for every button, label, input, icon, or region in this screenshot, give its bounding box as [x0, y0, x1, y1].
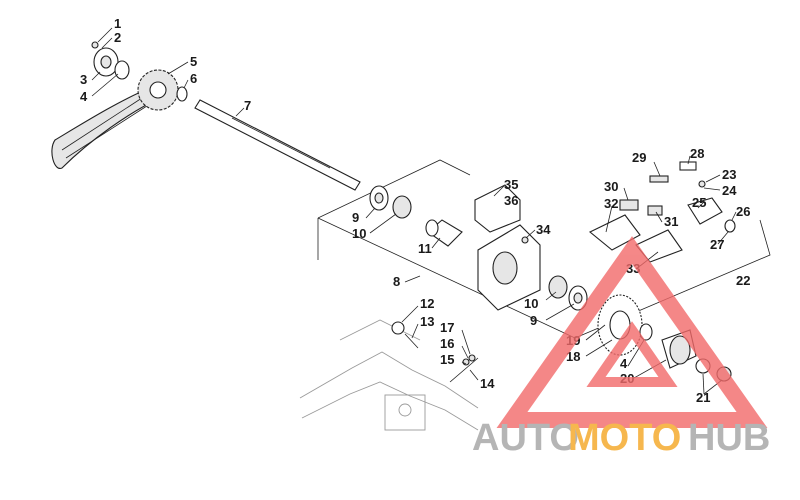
warning-triangle-icon [496, 236, 768, 428]
drive-chain [51, 87, 161, 169]
callout-34: 34 [536, 222, 551, 237]
callout-32: 32 [604, 196, 618, 211]
callout-26: 26 [736, 204, 750, 219]
callout-18: 18 [566, 349, 580, 364]
callout-13: 13 [420, 314, 434, 329]
callout-24: 24 [722, 183, 737, 198]
assembly-outline [317, 159, 771, 339]
callout-12: 12 [420, 296, 434, 311]
callout-27: 27 [710, 237, 724, 252]
callout-23: 23 [722, 167, 736, 182]
watermark-auto: AUTO [472, 417, 579, 459]
callout-28: 28 [690, 146, 704, 161]
watermark: AUTO MOTO HUB [472, 236, 770, 459]
callout-1: 1 [114, 16, 121, 31]
callout-3: 3 [80, 72, 87, 87]
callout-10-lower: 10 [524, 296, 538, 311]
callout-25: 25 [692, 195, 706, 210]
callout-6: 6 [190, 71, 197, 86]
bearing-upper [369, 185, 412, 219]
callout-29: 29 [632, 150, 646, 165]
leader-lines [91, 27, 737, 395]
callout-2: 2 [114, 30, 121, 45]
callout-5: 5 [190, 54, 197, 69]
bearing-housing [474, 184, 541, 311]
callout-22: 22 [736, 273, 750, 288]
callout-7: 7 [244, 98, 251, 113]
sprocket [137, 69, 179, 111]
caliper [649, 161, 736, 233]
callout-31: 31 [664, 214, 678, 229]
caliper-bracket [588, 199, 683, 263]
callout-10: 10 [352, 226, 366, 241]
axle-shaft [194, 99, 361, 191]
spacer-tube [425, 219, 463, 247]
callout-17: 17 [440, 320, 454, 335]
callout-21: 21 [696, 390, 710, 405]
callout-30: 30 [604, 179, 618, 194]
callout-11: 11 [418, 241, 432, 256]
callout-9-lower: 9 [530, 313, 537, 328]
watermark-hub: HUB [688, 417, 770, 459]
o-ring [176, 86, 188, 102]
callout-36: 36 [504, 193, 518, 208]
callout-16: 16 [440, 336, 454, 351]
callout-4: 4 [80, 89, 88, 104]
swingarm-frame [299, 319, 479, 431]
watermark-moto: MOTO [568, 417, 681, 459]
callout-4-lower: 4 [620, 356, 628, 371]
callout-8: 8 [393, 274, 400, 289]
hub-cap [91, 41, 130, 80]
callout-15: 15 [440, 352, 454, 367]
callout-14: 14 [480, 376, 495, 391]
callout-labels: 1 2 3 4 5 6 7 8 9 10 11 12 13 14 15 16 1… [80, 16, 750, 405]
callout-35: 35 [504, 177, 518, 192]
callout-9: 9 [352, 210, 359, 225]
